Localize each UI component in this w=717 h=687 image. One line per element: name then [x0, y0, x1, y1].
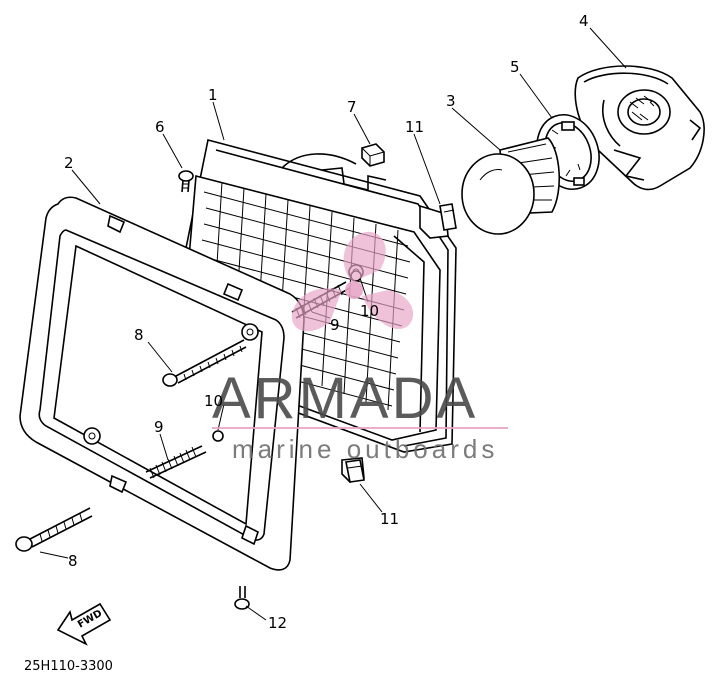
part-4-headlight-socket [574, 65, 705, 191]
callout-11-lower: 11 [380, 510, 399, 528]
drawing-number: 25H110-3300 [24, 659, 113, 674]
part-8-screw-lower [15, 507, 93, 552]
callout-1: 1 [208, 86, 218, 104]
callout-5: 5 [510, 58, 520, 76]
callout-10-lower: 10 [204, 392, 223, 410]
callout-numbers: 1 2 3 4 5 6 7 8 8 9 9 10 10 11 11 12 [64, 12, 589, 632]
propeller-hub [345, 281, 363, 299]
part-12-screw [234, 586, 250, 610]
callout-12: 12 [268, 614, 287, 632]
part-3-bulb [461, 137, 561, 235]
callout-9-upper: 9 [330, 316, 340, 334]
callout-8-upper: 8 [134, 326, 144, 344]
fwd-arrow-icon [56, 602, 112, 646]
callout-4: 4 [579, 12, 589, 30]
part-7-nut [361, 143, 385, 167]
propeller-logo [291, 231, 414, 332]
propeller-blade-upper [343, 231, 386, 282]
callout-11-upper: 11 [405, 118, 424, 136]
part-11-clip-lower [345, 459, 365, 483]
callout-3: 3 [446, 92, 456, 110]
part-11-clip-upper [439, 203, 457, 231]
callout-8-lower: 8 [68, 552, 78, 570]
part-6-screw [178, 170, 194, 193]
callout-6: 6 [155, 118, 165, 136]
part-2-rim [19, 196, 305, 571]
watermark-subtitle: marine outboards [232, 434, 498, 464]
callout-9-lower: 9 [154, 418, 164, 436]
propeller-blade-left [291, 288, 342, 332]
part-10-nut-lower [212, 430, 224, 442]
callout-7: 7 [347, 98, 357, 116]
armada-watermark: ARMADA marine outboards [212, 231, 508, 464]
callout-10-upper: 10 [360, 302, 379, 320]
part-8-screw-upper [162, 339, 247, 387]
watermark-title: ARMADA [212, 366, 478, 431]
callout-2: 2 [64, 154, 74, 172]
fwd-arrow: FWD [56, 602, 112, 646]
part-9-spring-lower [145, 445, 207, 479]
propeller-blade-right [362, 290, 414, 330]
leader-lines [39, 27, 627, 621]
